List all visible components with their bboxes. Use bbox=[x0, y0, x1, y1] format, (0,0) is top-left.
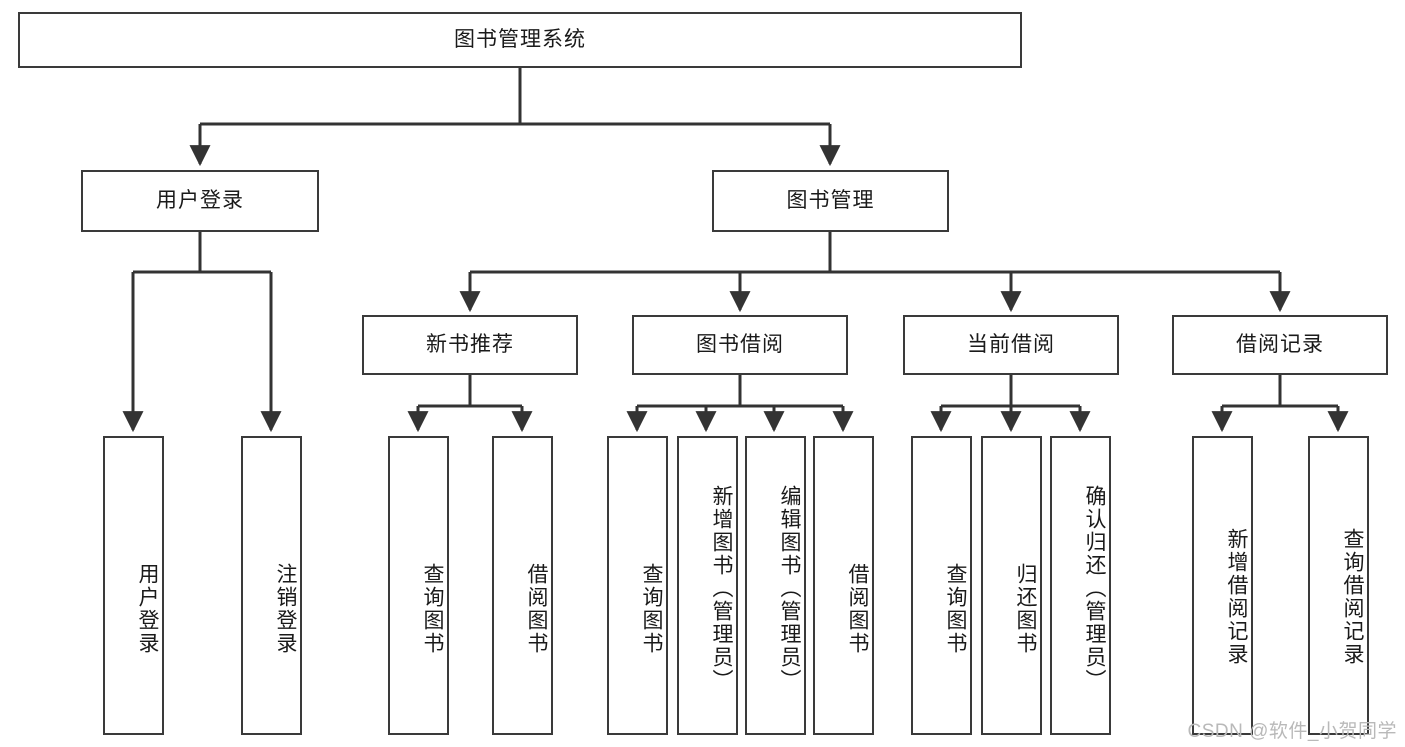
node-leaf-borrow-book-2[interactable]: 借阅图书 bbox=[813, 436, 874, 735]
node-leaf-return-book[interactable]: 归还图书 bbox=[981, 436, 1042, 735]
node-book-management[interactable]: 图书管理 bbox=[712, 170, 949, 232]
node-leaf-user-login[interactable]: 用户登录 bbox=[103, 436, 164, 735]
node-current-borrow-label: 当前借阅 bbox=[967, 333, 1055, 357]
node-new-book-recommend-label: 新书推荐 bbox=[426, 333, 514, 357]
node-leaf-edit-book-label: 编辑图书（管理员） bbox=[778, 485, 801, 692]
node-leaf-add-book-label: 新增图书（管理员） bbox=[710, 485, 733, 692]
node-leaf-user-logout[interactable]: 注销登录 bbox=[241, 436, 302, 735]
node-leaf-user-login-label: 用户登录 bbox=[136, 562, 159, 655]
node-borrow-record[interactable]: 借阅记录 bbox=[1172, 315, 1388, 375]
node-leaf-borrow-book-1[interactable]: 借阅图书 bbox=[492, 436, 553, 735]
node-leaf-add-record-label: 新增借阅记录 bbox=[1225, 527, 1248, 666]
node-book-management-label: 图书管理 bbox=[786, 189, 875, 213]
node-leaf-query-book-1-label: 查询图书 bbox=[421, 562, 444, 655]
node-leaf-confirm-return[interactable]: 确认归还（管理员） bbox=[1050, 436, 1111, 735]
node-leaf-borrow-book-1-label: 借阅图书 bbox=[525, 562, 548, 655]
node-leaf-user-logout-label: 注销登录 bbox=[274, 562, 297, 655]
node-new-book-recommend[interactable]: 新书推荐 bbox=[362, 315, 578, 375]
node-leaf-query-record-label: 查询借阅记录 bbox=[1341, 527, 1364, 666]
node-leaf-query-book-2-label: 查询图书 bbox=[640, 562, 663, 655]
node-current-borrow[interactable]: 当前借阅 bbox=[903, 315, 1119, 375]
node-borrow-record-label: 借阅记录 bbox=[1236, 333, 1324, 357]
node-user-login[interactable]: 用户登录 bbox=[81, 170, 319, 232]
node-leaf-query-book-1[interactable]: 查询图书 bbox=[388, 436, 449, 735]
node-leaf-edit-book[interactable]: 编辑图书（管理员） bbox=[745, 436, 806, 735]
node-leaf-confirm-return-label: 确认归还（管理员） bbox=[1083, 485, 1106, 692]
node-leaf-borrow-book-2-label: 借阅图书 bbox=[846, 562, 869, 655]
node-leaf-return-book-label: 归还图书 bbox=[1014, 562, 1037, 655]
watermark-text: CSDN @软件_小贺同学 bbox=[1187, 721, 1397, 742]
node-root-label: 图书管理系统 bbox=[454, 28, 586, 52]
node-leaf-query-book-3-label: 查询图书 bbox=[944, 562, 967, 655]
node-leaf-add-book[interactable]: 新增图书（管理员） bbox=[677, 436, 738, 735]
node-root[interactable]: 图书管理系统 bbox=[18, 12, 1022, 68]
node-leaf-query-book-2[interactable]: 查询图书 bbox=[607, 436, 668, 735]
node-leaf-add-record[interactable]: 新增借阅记录 bbox=[1192, 436, 1253, 735]
node-user-login-label: 用户登录 bbox=[156, 189, 244, 213]
node-leaf-query-record[interactable]: 查询借阅记录 bbox=[1308, 436, 1369, 735]
node-book-borrow-label: 图书借阅 bbox=[696, 333, 784, 357]
node-leaf-query-book-3[interactable]: 查询图书 bbox=[911, 436, 972, 735]
node-book-borrow[interactable]: 图书借阅 bbox=[632, 315, 848, 375]
